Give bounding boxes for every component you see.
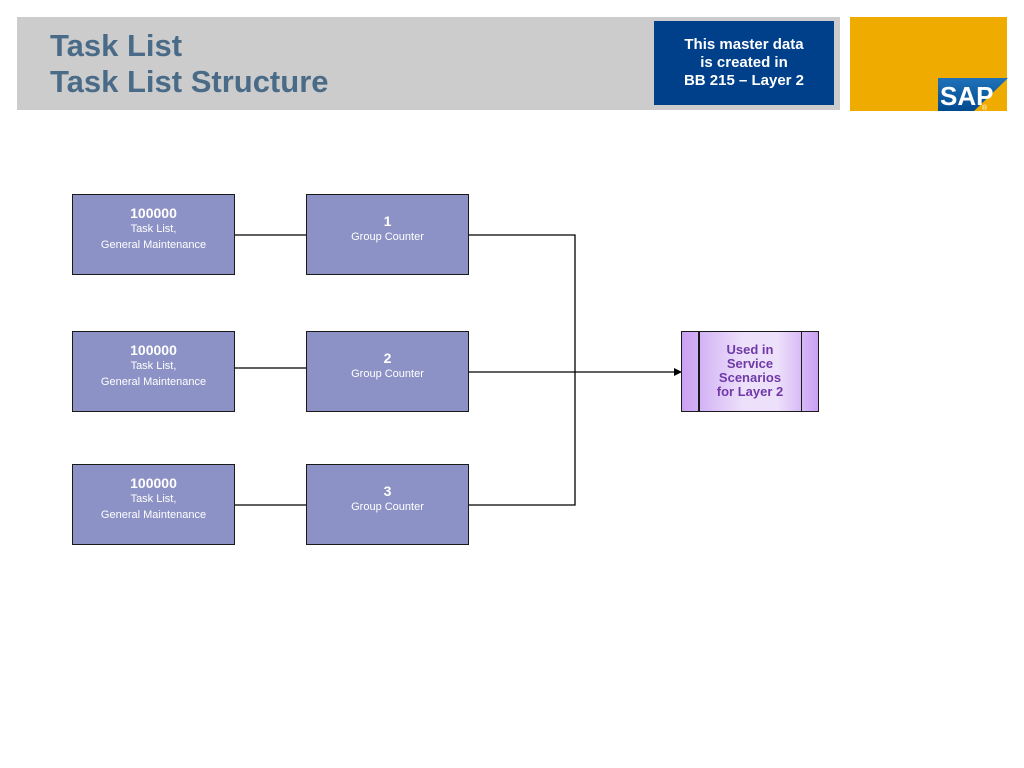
task-list-type: General Maintenance [100,509,207,521]
note-line-2: is created in [700,54,788,71]
task-list-label: Task List, [130,360,177,372]
group-counter-node-3: 3 Group Counter [306,464,469,545]
target-left-divider [698,332,700,411]
connector-bracket [469,234,576,506]
target-line-4: for Layer 2 [716,384,784,399]
note-line-3: BB 215 – Layer 2 [683,72,805,89]
group-counter-label: Group Counter [351,501,424,513]
target-line-3: Scenarios [718,370,782,385]
group-counter-label: Group Counter [351,368,424,380]
task-list-node-2: 100000 Task List, General Maintenance [72,331,235,412]
group-counter-number: 3 [383,483,392,499]
title-line-2: Task List Structure [50,64,329,99]
note-line-1: This master data [684,36,804,53]
group-counter-node-1: 1 Group Counter [306,194,469,275]
page-title: Task List Task List Structure [50,28,329,100]
sap-logo-text: SAP [940,81,993,111]
target-right-divider [800,332,802,411]
task-list-label: Task List, [130,223,177,235]
task-list-label: Task List, [130,493,177,505]
group-counter-number: 1 [383,213,392,229]
target-line-1: Used in [726,342,774,357]
svg-text:®: ® [982,104,988,111]
sap-logo: SAP ® [938,78,1008,111]
task-list-number: 100000 [130,342,177,358]
task-list-number: 100000 [130,475,177,491]
task-list-node-1: 100000 Task List, General Maintenance [72,194,235,275]
task-list-type: General Maintenance [100,376,207,388]
service-scenarios-node: Used in Service Scenarios for Layer 2 [681,331,819,412]
group-counter-label: Group Counter [351,231,424,243]
service-scenarios-label: Used in Service Scenarios for Layer 2 [700,343,800,399]
target-line-2: Service [726,356,774,371]
group-counter-number: 2 [383,350,392,366]
master-data-note: This master data is created in BB 215 – … [654,21,834,105]
task-list-node-3: 100000 Task List, General Maintenance [72,464,235,545]
group-counter-node-2: 2 Group Counter [306,331,469,412]
task-list-number: 100000 [130,205,177,221]
title-line-1: Task List [50,28,183,63]
task-list-type: General Maintenance [100,239,207,251]
